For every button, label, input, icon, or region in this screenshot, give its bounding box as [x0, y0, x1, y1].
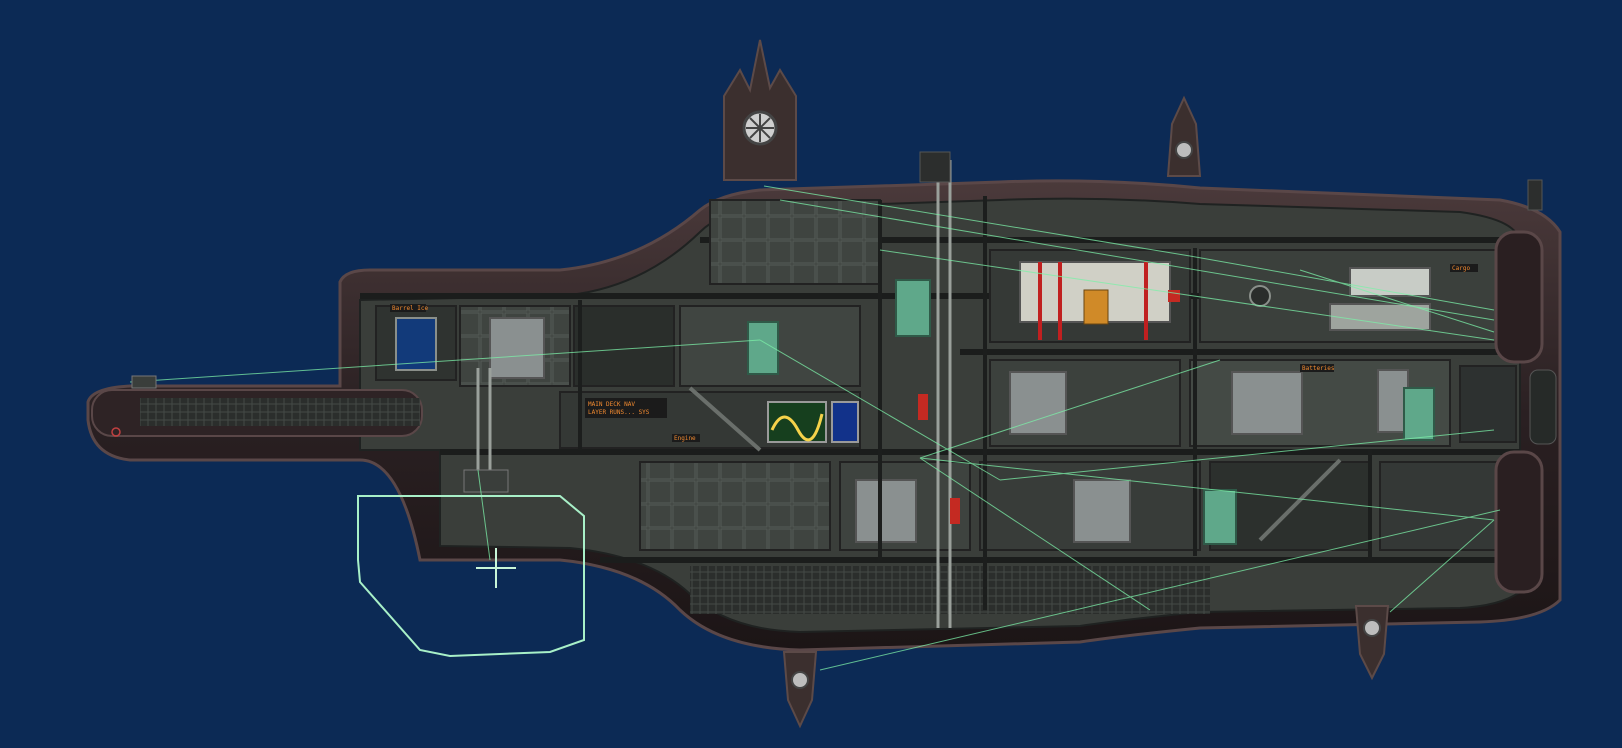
- room-engine-lower[interactable]: [639, 461, 831, 551]
- crosshair-icon[interactable]: [476, 548, 516, 588]
- room-cargo-rear[interactable]: [1379, 461, 1501, 551]
- room-docking-rear[interactable]: [1459, 365, 1517, 443]
- room-command-top[interactable]: [709, 199, 881, 285]
- stairs[interactable]: [688, 386, 1342, 542]
- docking-outline[interactable]: [357, 495, 585, 658]
- label-sonar-line: LAYER RUNS... SYS: [588, 409, 650, 416]
- wiring-overlay: [129, 185, 1501, 671]
- turret-bottom-rear[interactable]: [1354, 605, 1390, 681]
- label-cargo-room: Cargo: [1452, 265, 1470, 272]
- support-columns: [578, 196, 1372, 610]
- turret-bottom-front[interactable]: [782, 651, 818, 729]
- fabricators[interactable]: [747, 279, 1435, 545]
- label-top-left-room: Barrel Ice: [392, 305, 429, 312]
- room-labels: Barrel Ice MAIN DECK NAV LAYER RUNS... S…: [390, 264, 1478, 442]
- airlock-window: [395, 317, 437, 371]
- turret-top-rear[interactable]: [1166, 95, 1202, 177]
- bridge-consoles[interactable]: [1249, 267, 1431, 331]
- reactor-panel[interactable]: [1019, 261, 1171, 340]
- label-battery-room: Batteries: [1302, 365, 1335, 372]
- turret-top-main[interactable]: [723, 39, 797, 181]
- status-monitor[interactable]: [831, 401, 859, 443]
- room-ballast-tank[interactable]: [573, 305, 675, 387]
- ladders[interactable]: [476, 160, 952, 628]
- label-nav-terminal: MAIN DECK NAV: [588, 401, 635, 408]
- label-lower-left-room: Engine: [674, 435, 696, 442]
- bottom-hatch[interactable]: [463, 469, 509, 493]
- bow-marker-icon: [111, 427, 121, 437]
- rear-engine-pods[interactable]: [1494, 230, 1557, 594]
- periscope-mast[interactable]: [919, 151, 1543, 211]
- sonar-trace: [770, 413, 824, 442]
- bow-boom-inner: [140, 398, 420, 426]
- bow-sensor[interactable]: [131, 375, 157, 389]
